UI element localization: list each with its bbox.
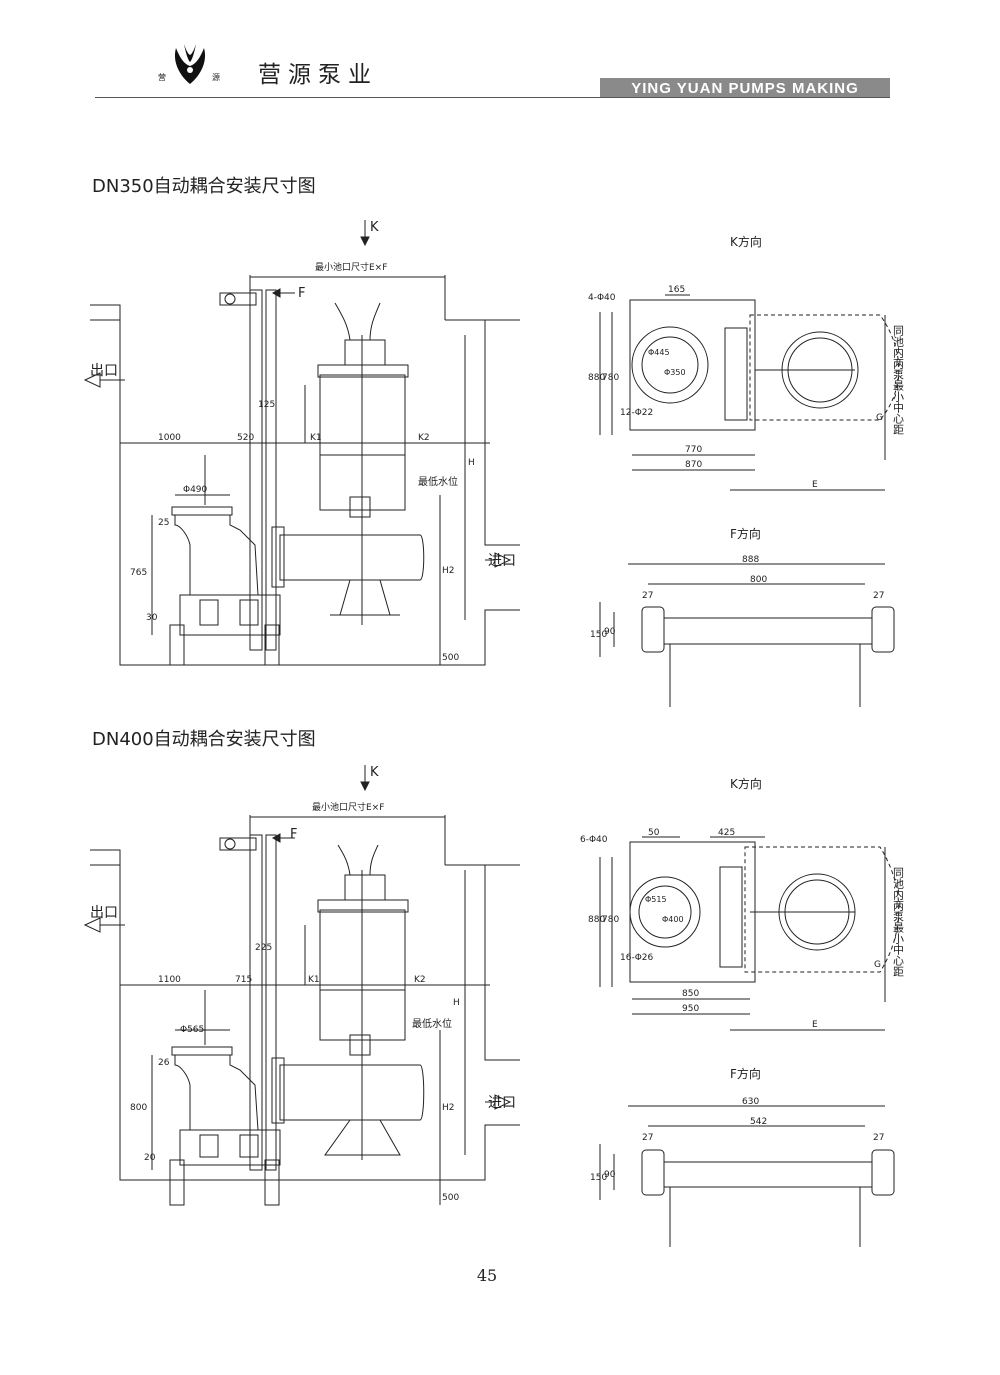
k-view-dn400: K方向 6-Φ40 50 425 880 780 Φ515 Φ400 16-Φ2… (580, 776, 905, 1031)
company-name: 营源泵业 (258, 62, 378, 88)
dim-label: 1000 (158, 433, 181, 443)
dim-label: 165 (668, 285, 685, 295)
dim-label: 27 (873, 591, 884, 601)
dim-label: K1 (308, 975, 320, 985)
dim-label: 90 (604, 1170, 616, 1180)
company-logo: 营 源 (158, 44, 220, 84)
dim-label: 888 (742, 555, 759, 565)
f-view-title: F方向 (730, 526, 761, 541)
logo-char-right: 源 (212, 73, 220, 82)
dim-label: 870 (685, 460, 702, 470)
page-number: 45 (476, 1266, 498, 1285)
dim-label: 16-Φ26 (620, 953, 654, 963)
section-title-dn350: DN350自动耦合安装尺寸图 (92, 176, 316, 197)
dim-label: 4-Φ40 (588, 293, 616, 303)
dim-label: Φ515 (645, 895, 667, 904)
section-title-dn400: DN400自动耦合安装尺寸图 (92, 729, 316, 750)
pit-size-label: 最小池口尺寸E×F (312, 801, 384, 813)
f-view-title: F方向 (730, 1066, 761, 1081)
dim-label: 27 (642, 1133, 653, 1143)
dim-label: H (453, 998, 460, 1008)
installation-drawing-dn400: K F 最小池口尺寸E×F 出口 进口 1100 715 225 K1 K2 H… (83, 765, 520, 1206)
logo-char-left: 营 (158, 72, 166, 82)
dim-label: E (812, 480, 818, 490)
dim-label: Φ565 (180, 1025, 204, 1035)
dim-label: 150 (590, 630, 607, 640)
f-view-dn400: F方向 630 542 27 27 150 90 (590, 1066, 895, 1247)
dim-label: Φ490 (183, 485, 208, 495)
dim-label: 800 (130, 1103, 147, 1113)
dim-label: Φ400 (662, 915, 684, 924)
dim-label: Φ445 (648, 348, 670, 357)
brand-banner: YING YUAN PUMPS MAKING (600, 78, 890, 98)
dim-label: 950 (682, 1004, 699, 1014)
dim-label: 1100 (158, 975, 181, 985)
dim-label: 880 (588, 915, 605, 925)
dim-label: K1 (310, 433, 322, 443)
dim-label: E (812, 1020, 818, 1030)
dim-label: 800 (750, 575, 767, 585)
dim-label: 765 (130, 568, 147, 578)
outlet-label: 出口 (90, 363, 118, 379)
dim-label: G (874, 960, 881, 970)
pump-spacing-note: 同池内两泵最小中心距 (892, 867, 905, 977)
logo-emblem-icon (174, 44, 206, 84)
dim-label: 6-Φ40 (580, 835, 608, 845)
dim-label: 27 (642, 591, 653, 601)
dim-label: 880 (588, 373, 605, 383)
pump-spacing-note: 同池内两泵最小中心距 (892, 325, 905, 435)
k-arrow-label: K (370, 220, 379, 235)
dim-label: 50 (648, 828, 660, 838)
dim-label: 30 (146, 613, 158, 623)
dim-label: 850 (682, 989, 699, 999)
k-arrow-label: K (370, 765, 379, 780)
k-view-dn350: K方向 4-Φ40 165 880 780 Φ445 Φ350 12-Φ22 7… (588, 234, 905, 491)
dim-label: 500 (442, 1193, 459, 1203)
dim-label: K2 (418, 433, 430, 443)
water-level-label: 最低水位 (412, 1017, 452, 1030)
dim-label: 90 (604, 627, 616, 637)
dim-label: 542 (750, 1117, 767, 1127)
dim-label: 780 (602, 373, 619, 383)
header-rule (95, 97, 890, 98)
dim-label: 780 (602, 915, 619, 925)
dim-label: 715 (235, 975, 252, 985)
dim-label: H2 (442, 566, 455, 576)
inlet-label: 进口 (488, 1095, 516, 1111)
dim-label: K2 (414, 975, 426, 985)
k-view-title: K方向 (730, 234, 762, 249)
dim-label: 27 (873, 1133, 884, 1143)
dim-label: 150 (590, 1173, 607, 1183)
dim-label: H2 (442, 1103, 455, 1113)
dim-label: 20 (144, 1153, 156, 1163)
dim-label: 425 (718, 828, 735, 838)
k-view-title: K方向 (730, 776, 762, 791)
dim-label: 26 (158, 1058, 170, 1068)
dim-label: Φ350 (664, 368, 686, 377)
outlet-label: 出口 (90, 905, 118, 921)
dim-label: 12-Φ22 (620, 408, 653, 418)
water-level-label: 最低水位 (418, 475, 458, 488)
dim-label: 25 (158, 518, 169, 528)
dim-label: 630 (742, 1097, 759, 1107)
dim-label: G (876, 413, 883, 423)
dim-label: 770 (685, 445, 702, 455)
f-view-dn350: F方向 888 800 27 27 150 90 (590, 526, 895, 707)
f-arrow-label: F (290, 827, 297, 842)
dim-label: 225 (255, 943, 272, 953)
pit-size-label: 最小池口尺寸E×F (315, 261, 387, 273)
inlet-label: 进口 (488, 553, 516, 569)
dim-label: 500 (442, 653, 459, 663)
dim-label: H (468, 458, 475, 468)
installation-drawing-dn350: K F 最小池口尺寸E×F 出口 进口 1000 520 125 K1 K2 H… (83, 220, 520, 666)
dim-label: 125 (258, 400, 275, 410)
f-arrow-label: F (298, 286, 305, 301)
dim-label: 520 (237, 433, 254, 443)
